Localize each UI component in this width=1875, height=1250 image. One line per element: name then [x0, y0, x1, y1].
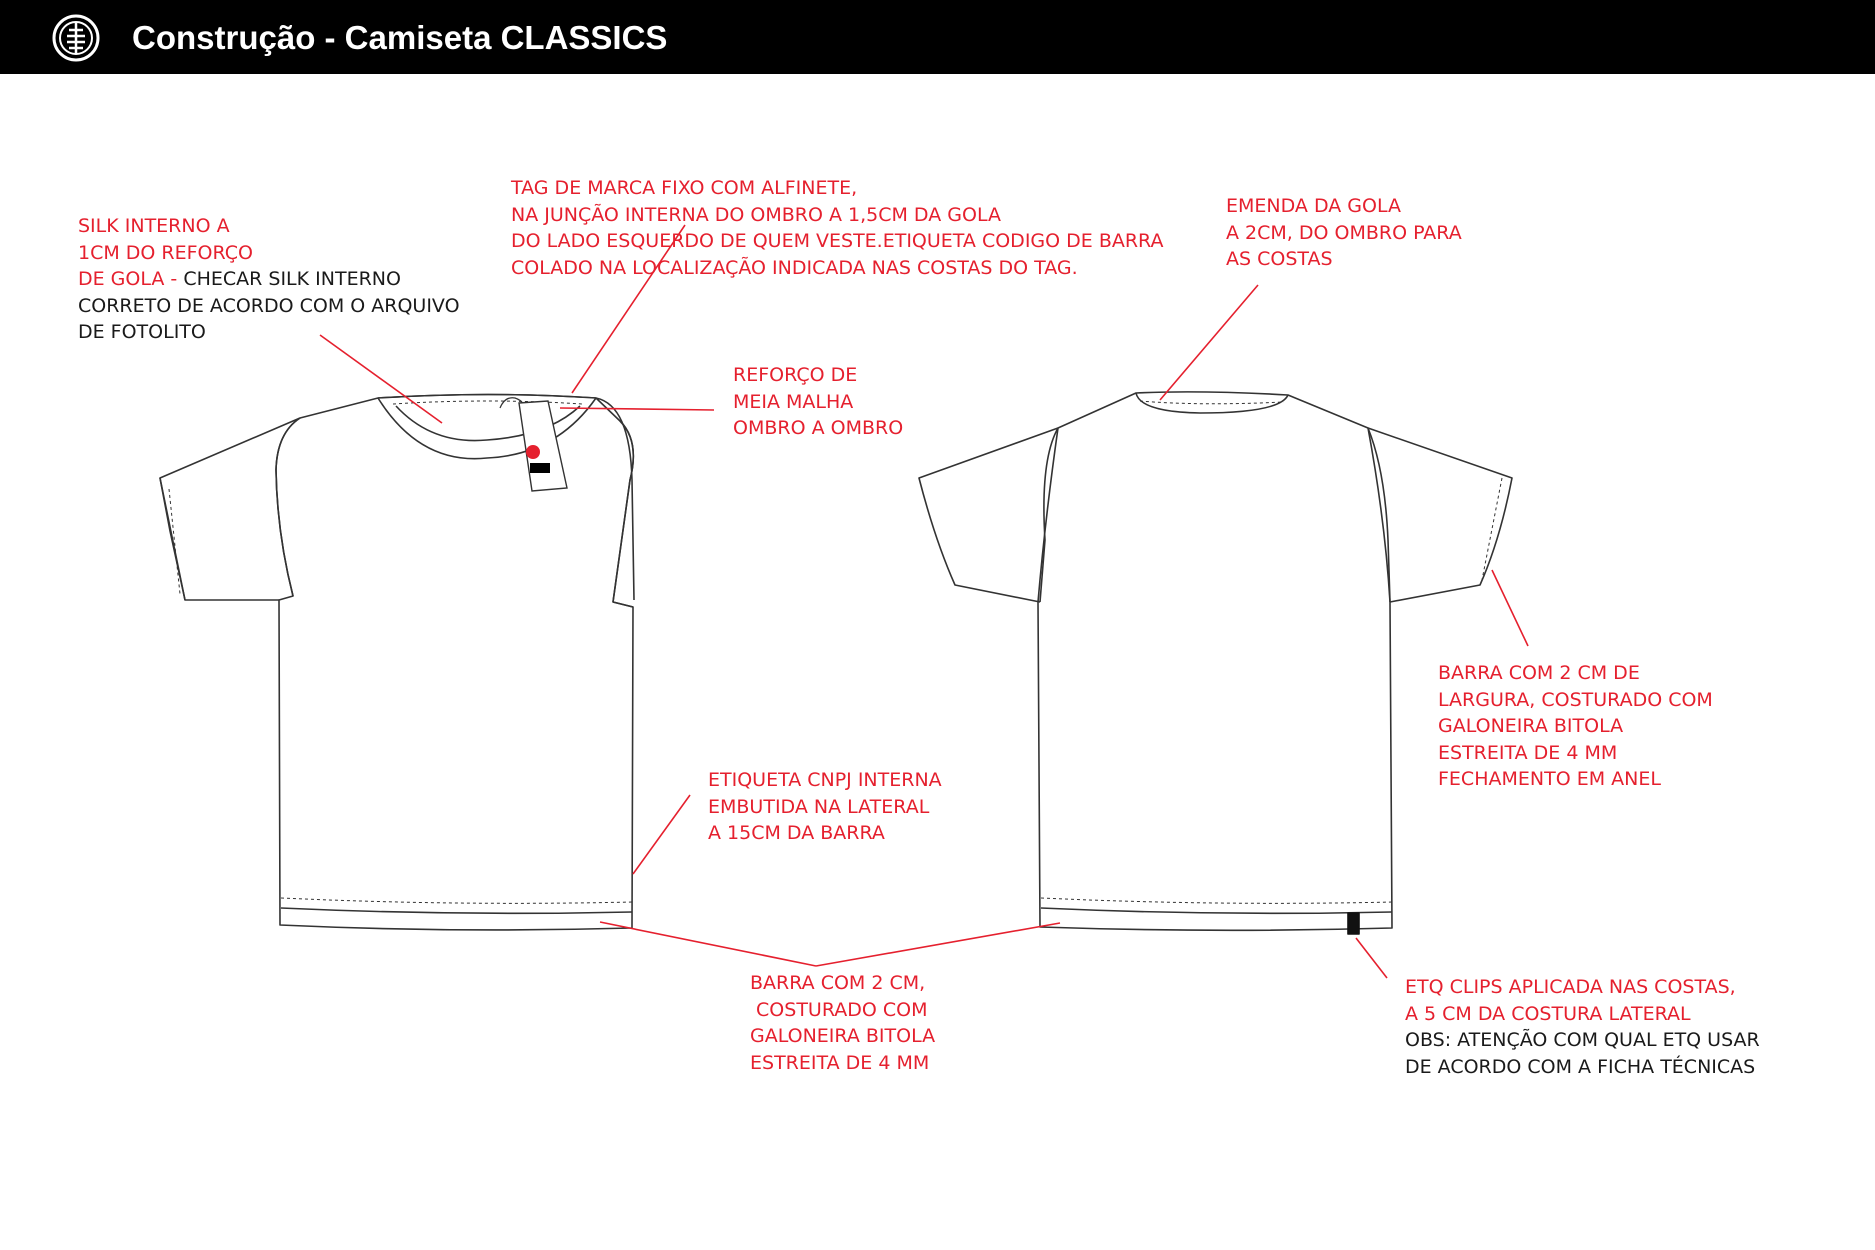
note-emenda-gola: EMENDA DA GOLA A 2CM, DO OMBRO PARA AS C…: [1226, 193, 1462, 273]
element-tree-logo-icon: [52, 14, 100, 62]
cnpj-line-1: ETIQUETA CNPJ INTERNA: [708, 769, 942, 791]
silk-check-line-1: CHECAR SILK INTERNO: [183, 268, 401, 290]
tag-line-3: DO LADO ESQUERDO DE QUEM VESTE.ETIQUETA …: [511, 230, 1164, 252]
barra-line-3: GALONEIRA BITOLA: [750, 1025, 936, 1047]
emenda-line-1: EMENDA DA GOLA: [1226, 195, 1401, 217]
clips-obs-line-2: DE ACORDO COM A FICHA TÉCNICAS: [1405, 1055, 1756, 1078]
note-tag-de-marca: TAG DE MARCA FIXO COM ALFINETE, NA JUNÇÃ…: [511, 175, 1163, 281]
page-title: Construção - Camiseta CLASSICS: [132, 19, 668, 56]
emenda-line-3: AS COSTAS: [1226, 248, 1333, 270]
silk-check-line-3: DE FOTOLITO: [78, 321, 206, 343]
tag-line-1: TAG DE MARCA FIXO COM ALFINETE,: [511, 177, 858, 199]
emenda-line-2: A 2CM, DO OMBRO PARA: [1226, 221, 1462, 244]
note-barra: BARRA COM 2 CM, COSTURADO COM GALONEIRA …: [750, 970, 935, 1076]
reforco-line-1: REFORÇO DE: [733, 364, 858, 386]
silk-line-3: DE GOLA -: [78, 268, 178, 290]
barra-line-4: ESTREITA DE 4 MM: [750, 1051, 930, 1074]
tag-line-2: NA JUNÇÃO INTERNA DO OMBRO A 1,5CM DA GO…: [511, 203, 1001, 226]
cnpj-line-3: A 15CM DA BARRA: [708, 822, 885, 844]
barra-manga-line-1: BARRA COM 2 CM DE: [1438, 662, 1640, 684]
reforco-line-3: OMBRO A OMBRO: [733, 417, 904, 439]
silk-check-line-2: CORRETO DE ACORDO COM O ARQUIVO: [78, 294, 460, 317]
barra-line-1: BARRA COM 2 CM,: [750, 972, 926, 994]
note-barra-manga: BARRA COM 2 CM DE LARGURA, COSTURADO COM…: [1438, 660, 1713, 793]
barra-manga-line-4: ESTREITA DE 4 MM: [1438, 741, 1618, 764]
cnpj-line-2: EMBUTIDA NA LATERAL: [708, 795, 930, 818]
silk-line-2: 1CM DO REFORÇO: [78, 241, 253, 264]
leader-lines: [319, 224, 1529, 979]
note-etq-clips: ETQ CLIPS APLICADA NAS COSTAS, A 5 CM DA…: [1405, 974, 1760, 1080]
note-etiqueta-cnpj: ETIQUETA CNPJ INTERNA EMBUTIDA NA LATERA…: [708, 767, 942, 847]
header-bar: Construção - Camiseta CLASSICS: [0, 0, 1875, 74]
barra-manga-line-5: FECHAMENTO EM ANEL: [1438, 768, 1661, 790]
clips-line-2: A 5 CM DA COSTURA LATERAL: [1405, 1002, 1691, 1025]
reforco-line-2: MEIA MALHA: [733, 390, 854, 413]
silk-line-1: SILK INTERNO A: [78, 215, 230, 237]
note-reforco: REFORÇO DE MEIA MALHA OMBRO A OMBRO: [733, 362, 903, 442]
barra-manga-line-2: LARGURA, COSTURADO COM: [1438, 688, 1713, 711]
tshirt-back: [918, 391, 1513, 935]
tag-line-4: COLADO NA LOCALIZAÇÃO INDICADA NAS COSTA…: [511, 256, 1078, 279]
hang-tag: [499, 397, 568, 492]
barra-manga-line-3: GALONEIRA BITOLA: [1438, 715, 1624, 737]
note-silk-interno: SILK INTERNO A 1CM DO REFORÇO DE GOLA - …: [78, 213, 460, 346]
silk-line-3-wrap: DE GOLA - CHECAR SILK INTERNO: [78, 266, 460, 293]
barra-line-2: COSTURADO COM: [750, 998, 928, 1021]
clips-obs-line-1: OBS: ATENÇÃO COM QUAL ETQ USAR: [1405, 1029, 1760, 1051]
clips-line-1: ETQ CLIPS APLICADA NAS COSTAS,: [1405, 976, 1736, 998]
